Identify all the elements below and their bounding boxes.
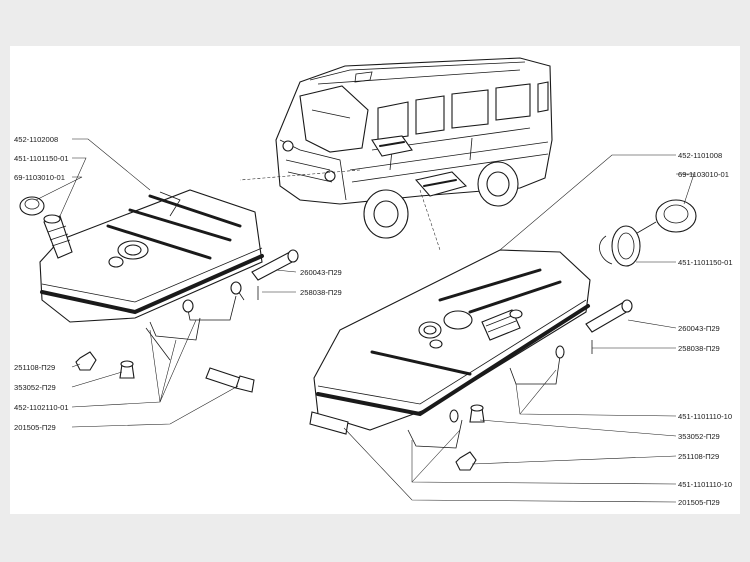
right-fasteners — [309, 404, 485, 471]
label-left-cotter: 258038-П29 — [300, 288, 342, 297]
label-left-bolt: 201505-П29 — [14, 423, 56, 432]
label-right-tank: 452-1101008 — [678, 151, 722, 160]
label-left-gasket: 451-1101150-01 — [14, 154, 69, 163]
label-right-washer: 353052-П29 — [678, 432, 720, 441]
label-right-pin: 260043-П29 — [678, 324, 720, 333]
label-left-nut: 251108-П29 — [14, 363, 55, 372]
left-filler-cap-assembly — [19, 196, 73, 259]
label-right-filler-neck: 69-1103010-01 — [678, 170, 729, 179]
label-right-nut: 251108-П29 — [678, 452, 719, 461]
label-left-pin: 260043-П29 — [300, 268, 342, 277]
van-illustration — [239, 57, 553, 251]
left-fuel-tank — [39, 189, 264, 361]
part-labels: 452-1102008 451-1101150-01 69-1103010-01… — [14, 135, 733, 507]
label-left-bracket: 452-1102110-01 — [14, 403, 69, 412]
label-left-washer: 353052-П29 — [14, 383, 56, 392]
leader-lines — [35, 138, 695, 503]
label-right-cotter: 258038-П29 — [678, 344, 720, 353]
label-right-bracket-lower: 451-1101110-10 — [678, 480, 732, 489]
label-left-filler-cap: 452-1102008 — [14, 135, 58, 144]
label-right-bracket-upper: 451-1101110-10 — [678, 412, 732, 421]
right-fuel-tank — [313, 249, 591, 449]
label-right-bolt: 201505-П29 — [678, 498, 720, 507]
left-pin-and-cotter — [251, 249, 299, 300]
right-pin-and-cotter — [585, 299, 633, 354]
label-left-filler-neck: 69-1103010-01 — [14, 173, 65, 182]
right-filler-cap-assembly — [599, 199, 697, 267]
label-right-gasket: 451-1101150-01 — [678, 258, 733, 267]
left-fasteners — [75, 351, 255, 393]
